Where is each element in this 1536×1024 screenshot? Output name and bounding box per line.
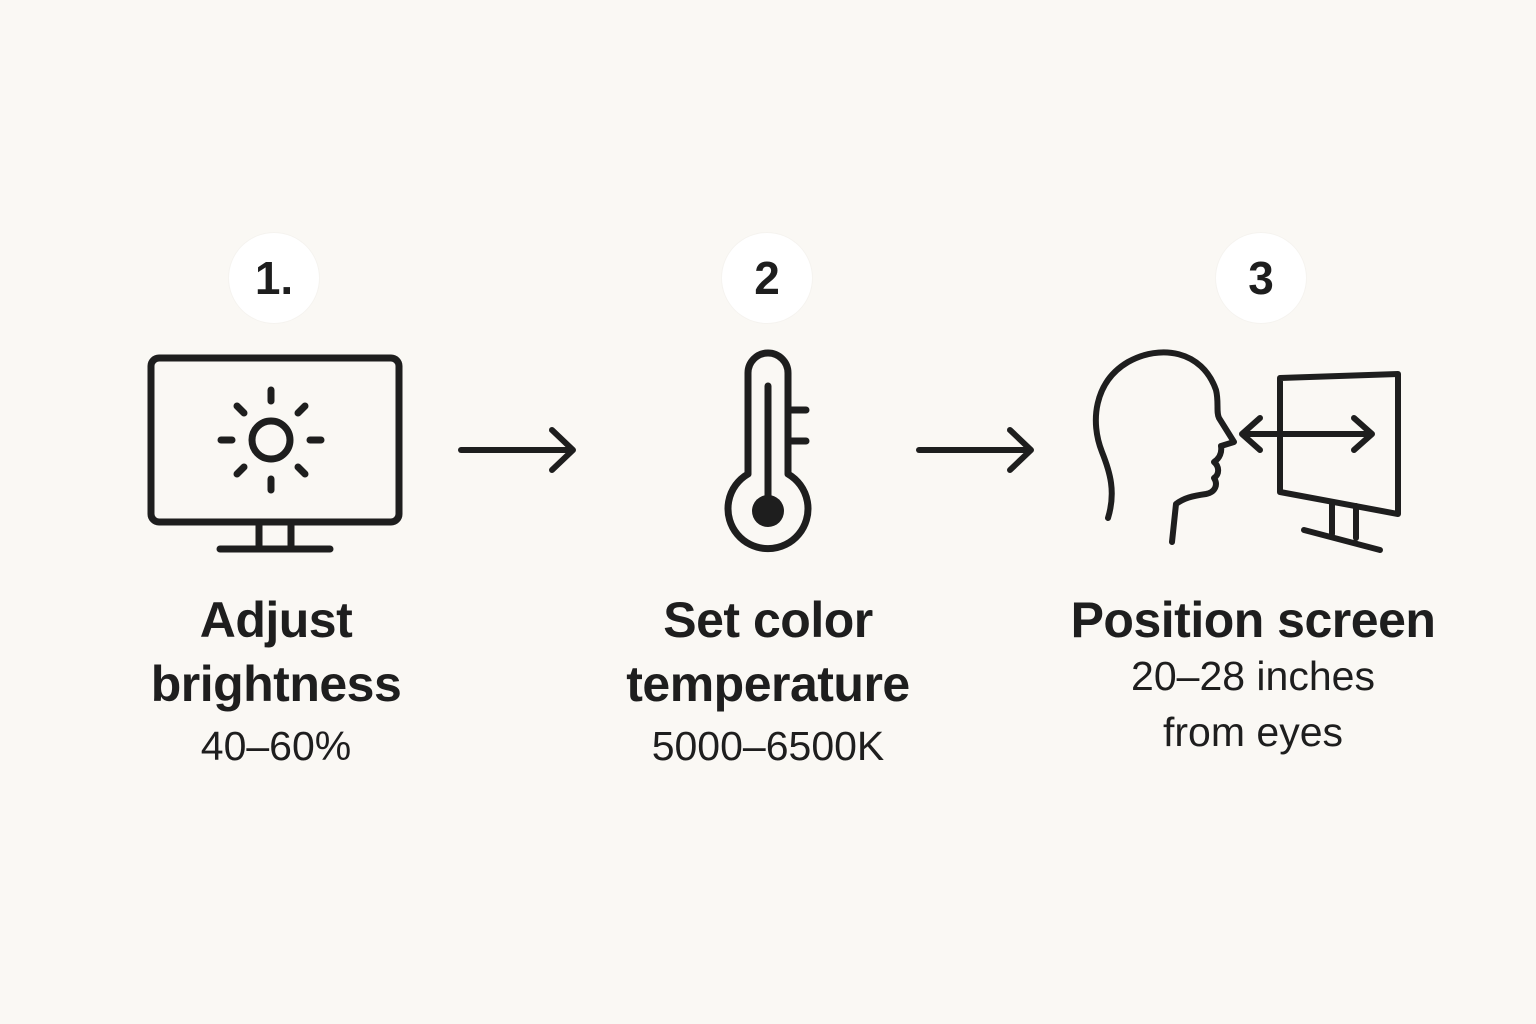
step-2-caption: Set color temperature 5000–6500K [568, 588, 968, 774]
arrow-right-icon [914, 424, 1038, 481]
step-3-detail: 20–28 inches from eyes [1048, 648, 1458, 760]
step-2-title-line: Set color [663, 592, 873, 648]
head-screen-distance-icon [1088, 346, 1408, 558]
step-2-badge: 2 [722, 233, 812, 323]
step-1-title: Adjust brightness [100, 588, 452, 716]
step-3-caption: Position screen 20–28 inches from eyes [1048, 588, 1458, 760]
step-2-title-line: temperature [626, 656, 910, 712]
step-1-caption: Adjust brightness 40–60% [100, 588, 452, 774]
step-2-detail: 5000–6500K [568, 718, 968, 774]
step-3-badge: 3 [1216, 233, 1306, 323]
step-1-title-line: Adjust [199, 592, 353, 648]
step-3-title-line: Position screen [1070, 592, 1436, 648]
arrow-right-icon [456, 424, 580, 481]
step-1-badge: 1. [229, 233, 319, 323]
step-3-title: Position screen [1048, 588, 1458, 652]
monitor-brightness-icon [140, 350, 410, 560]
step-1-detail: 40–60% [100, 718, 452, 774]
step-3-detail-line: 20–28 inches [1131, 653, 1375, 699]
step-2-title: Set color temperature [568, 588, 968, 716]
thermometer-icon [718, 348, 818, 560]
step-1-detail-line: 40–60% [200, 723, 352, 769]
step-3-detail-line: from eyes [1163, 709, 1343, 755]
step-2-detail-line: 5000–6500K [651, 723, 885, 769]
step-1-title-line: brightness [150, 656, 402, 712]
